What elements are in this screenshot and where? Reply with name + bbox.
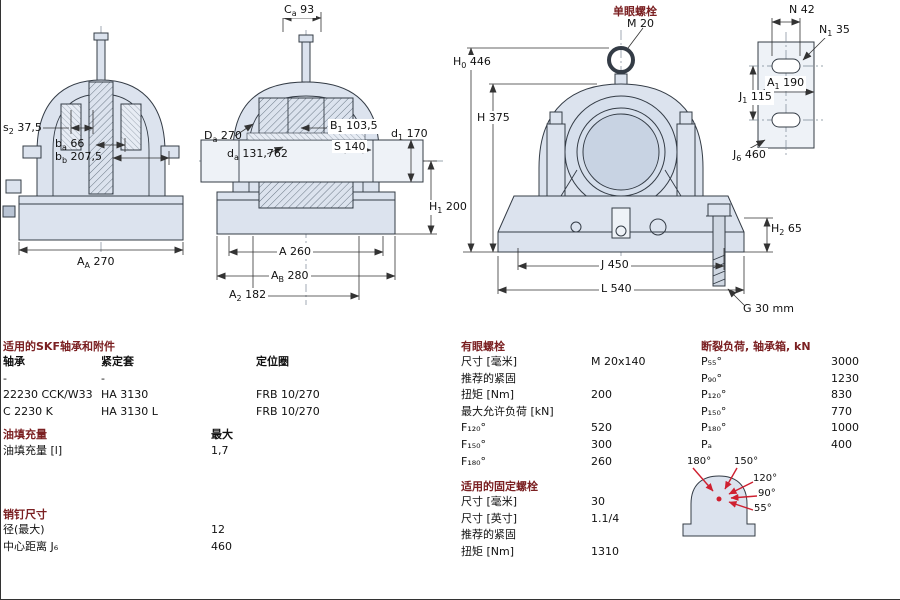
front-view-drawing xyxy=(463,27,773,307)
dim-A: A 260 xyxy=(277,245,314,258)
spec-row: P₅₅°3000 xyxy=(701,355,859,368)
spec-row: 推荐的紧固 xyxy=(461,528,516,542)
load-direction-diagram xyxy=(682,467,758,537)
eyebolt-callout-title: 单眼螺栓 xyxy=(613,5,657,18)
angle-label-150: 150° xyxy=(734,456,759,467)
spec-row: F₁₅₀°300 xyxy=(461,437,612,451)
adapter-sleeve xyxy=(246,132,366,141)
oil-plug xyxy=(5,179,22,194)
spec-row: 尺寸 [英寸]1.1/4 xyxy=(461,511,620,525)
spec-row: 径(最大)12 xyxy=(3,523,225,536)
eyebolt-ring xyxy=(607,46,635,74)
bearings-column-headers: 轴承 紧定套 定位圈 xyxy=(3,354,453,371)
load-arrow-120 xyxy=(728,481,754,495)
spec-row: P₁₅₀°770 xyxy=(701,404,852,418)
base-plan-drawing xyxy=(746,18,828,158)
dim-d1: d1 170 xyxy=(391,127,428,143)
oil-drain xyxy=(611,207,631,239)
eyebolt-spec-header: 有眼螺栓 xyxy=(461,340,505,353)
dim-AA: AA 270 xyxy=(75,255,117,271)
oil-header: 油填充量 xyxy=(3,428,47,441)
col-bearing: 轴承 xyxy=(3,355,25,368)
table-row: -- xyxy=(3,371,105,385)
bore xyxy=(582,113,660,191)
angle-label-55: 55° xyxy=(754,503,772,514)
dim-S: S 140 xyxy=(332,140,368,153)
dim-bb: bb 207,5 xyxy=(55,150,103,166)
angle-label-120: 120° xyxy=(753,473,778,484)
dim-ba: ba 66 xyxy=(55,137,85,153)
spec-row: 尺寸 [毫米]30 xyxy=(461,495,605,508)
spec-row: P₁₈₀°1000 xyxy=(701,421,859,435)
housing-base-side xyxy=(18,195,184,241)
dim-Ca: Ca 93 xyxy=(282,3,317,19)
dim-B1: B1 103,5 xyxy=(328,119,380,135)
spec-row: F₁₈₀°260 xyxy=(461,454,612,468)
fixing-bolts-table: 尺寸 [毫米]30 尺寸 [英寸]1.1/4 推荐的紧固扭矩 [Nm]1310 xyxy=(461,494,691,560)
eyebolt-callout-size: M 20 xyxy=(627,17,654,30)
fixing-bolts-header: 适用的固定螺栓 xyxy=(461,480,538,493)
dim-Da: Da 270 xyxy=(204,129,242,145)
oil-max-label: 最大 xyxy=(211,428,233,441)
dim-H0: H0 446 xyxy=(451,55,493,71)
dim-G: G 30 mm xyxy=(743,302,794,315)
col-adapter-sleeve: 紧定套 xyxy=(101,355,134,368)
dim-A2: A2 182 xyxy=(227,288,269,304)
dim-N1: N1 35 xyxy=(817,23,852,39)
grease-nipple xyxy=(93,32,109,41)
cap-bolt-boss-left xyxy=(546,123,566,197)
oil-table: 油填充量 [l]1,7 xyxy=(3,443,323,460)
spec-row: P₉₀°1230 xyxy=(701,371,859,385)
load-arrow-55 xyxy=(728,501,754,511)
housing-silhouette xyxy=(682,475,756,537)
bearings-header: 适用的SKF轴承和附件 xyxy=(3,340,115,353)
dim-L: L 540 xyxy=(599,282,634,295)
load-arrow-180 xyxy=(692,467,714,492)
section-hatch xyxy=(88,81,114,195)
angle-label-180: 180° xyxy=(687,456,712,467)
dim-J1: J1 115 xyxy=(737,90,774,106)
dim-da: da 131,762 xyxy=(227,147,288,163)
dim-J6: J6 460 xyxy=(731,148,768,164)
load-arrow-150 xyxy=(724,467,738,490)
load-center-point xyxy=(716,496,722,502)
dim-N: N 42 xyxy=(787,3,817,16)
dim-J: J 450 xyxy=(599,258,631,271)
spec-row: 推荐的紧固 xyxy=(461,371,516,385)
bolt-slot-1 xyxy=(771,58,801,74)
cap-bolt-boss-right xyxy=(676,123,696,197)
spec-row: 扭矩 [Nm]1310 xyxy=(461,544,619,558)
spec-row: 最大允许负荷 [kN] xyxy=(461,404,554,418)
section-view-drawing xyxy=(199,12,443,305)
spec-row: P₁₂₀°830 xyxy=(701,388,852,402)
col-locating-ring: 定位圈 xyxy=(256,355,289,368)
side-view-drawing xyxy=(2,26,184,255)
spec-row: 扭矩 [Nm]200 xyxy=(461,388,612,402)
bolt-slot-2 xyxy=(771,112,801,128)
load-arrow-90 xyxy=(730,493,758,501)
breaking-loads-header: 断裂负荷, 轴承箱, kN xyxy=(701,340,811,353)
dim-A1: A1 190 xyxy=(765,76,807,92)
technical-drawing xyxy=(2,12,828,307)
shaft xyxy=(200,139,424,183)
angle-label-90: 90° xyxy=(758,488,776,499)
spec-row: 油填充量 [l]1,7 xyxy=(3,444,229,457)
eyebolt-spec-table: 尺寸 [毫米]M 20x140 推荐的紧固扭矩 [Nm]200 最大允许负荷 [kN… xyxy=(461,354,691,470)
spec-row: 尺寸 [毫米]M 20x140 xyxy=(461,355,646,368)
dim-s2: s2 37,5 xyxy=(3,121,42,137)
dim-H: H 375 xyxy=(475,111,512,124)
pins-header: 销钉尺寸 xyxy=(3,508,47,521)
dim-H1: H1 200 xyxy=(427,200,469,216)
dim-H2: H2 65 xyxy=(771,222,802,238)
spec-row: F₁₂₀°520 xyxy=(461,421,612,435)
dim-AB: AB 280 xyxy=(269,269,311,285)
